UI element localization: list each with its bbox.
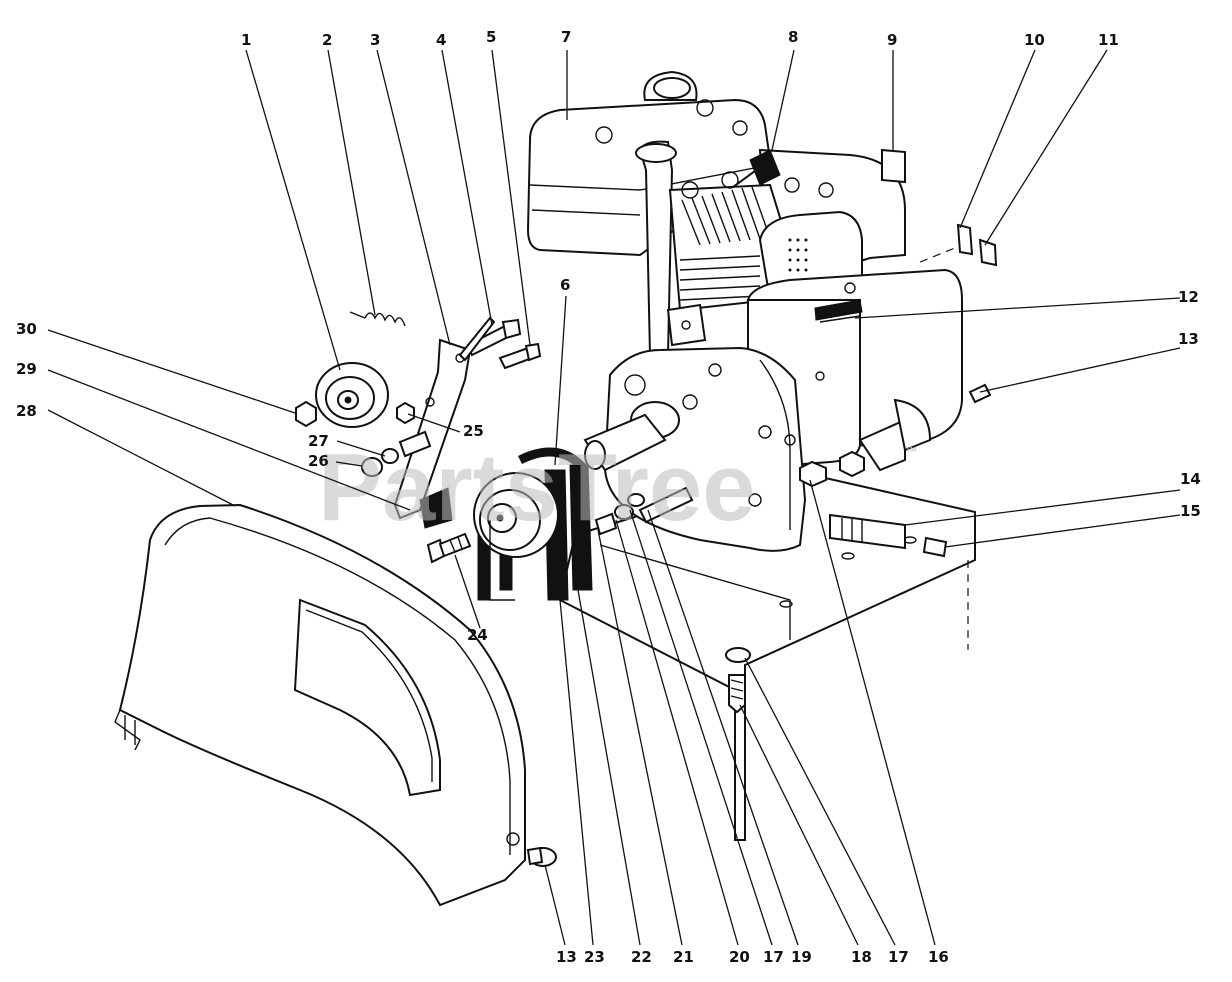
callout-15: 15	[1180, 502, 1201, 520]
callout-8: 8	[788, 28, 798, 46]
watermark-trademark: ™	[905, 444, 917, 458]
callout-9: 9	[887, 31, 897, 49]
callout-14: 14	[1180, 470, 1201, 488]
engine-pulley-belts	[473, 447, 593, 601]
callout-13-right: 13	[1178, 330, 1199, 348]
base-hardware	[594, 383, 992, 714]
callout-13-bottom: 13	[556, 948, 577, 966]
callout-7: 7	[561, 28, 571, 46]
callout-27: 27	[308, 432, 329, 450]
callout-17-right: 17	[888, 948, 909, 966]
callout-17-left: 17	[763, 948, 784, 966]
callout-28: 28	[16, 402, 37, 420]
decals	[881, 148, 998, 267]
callout-21: 21	[673, 948, 694, 966]
callout-16: 16	[928, 948, 949, 966]
callout-22: 22	[631, 948, 652, 966]
watermark-text: PartsTree	[318, 434, 756, 541]
callout-20: 20	[729, 948, 750, 966]
belt-cover	[114, 503, 526, 907]
callout-25: 25	[463, 422, 484, 440]
callout-3: 3	[370, 31, 380, 49]
callout-26: 26	[308, 452, 329, 470]
leader-lines	[47, 49, 1181, 946]
engine	[526, 70, 963, 552]
callout-6: 6	[560, 276, 570, 294]
callout-11: 11	[1098, 31, 1119, 49]
callout-10: 10	[1024, 31, 1045, 49]
callout-4: 4	[436, 31, 446, 49]
callout-19: 19	[791, 948, 812, 966]
callout-30: 30	[16, 320, 37, 338]
callout-29: 29	[16, 360, 37, 378]
cover-screw	[526, 846, 557, 867]
idler-assembly	[295, 311, 542, 601]
callout-1: 1	[241, 31, 251, 49]
frame-plate	[558, 468, 976, 841]
callout-5: 5	[486, 28, 496, 46]
callout-numbers: 1 2 3 4 5 6 7 8 9 10 11 12 13 14 15 16 1…	[16, 28, 1201, 966]
callout-2: 2	[322, 31, 332, 49]
callout-18: 18	[851, 948, 872, 966]
callout-23: 23	[584, 948, 605, 966]
callout-24: 24	[467, 626, 488, 644]
callout-12: 12	[1178, 288, 1199, 306]
